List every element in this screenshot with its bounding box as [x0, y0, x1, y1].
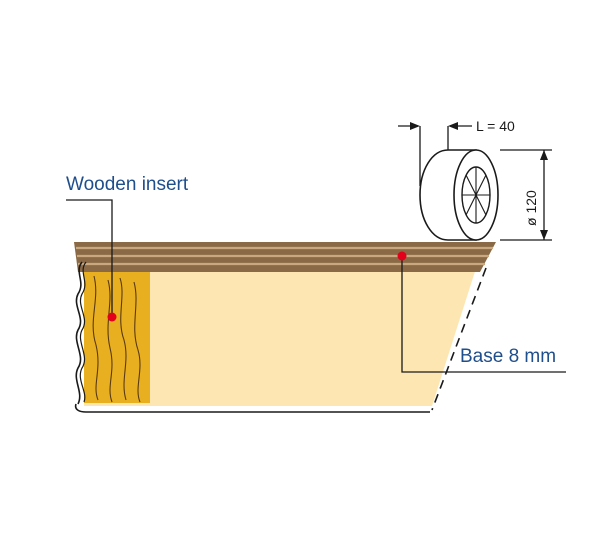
top-band	[74, 242, 496, 272]
wooden-insert-leader	[66, 199, 113, 316]
base-panel	[84, 262, 478, 406]
diameter-dimension-label: ø 120	[523, 190, 539, 226]
base-marker	[397, 251, 407, 261]
wood-grain	[92, 275, 141, 403]
base-leader	[401, 256, 566, 373]
bottom-outline	[74, 403, 430, 413]
right-edge-dashed	[431, 267, 487, 411]
wooden-insert-label: Wooden insert	[66, 174, 189, 195]
diameter-dimension	[500, 149, 552, 241]
length-dimension	[398, 122, 472, 186]
length-dimension-label: L = 40	[476, 118, 515, 134]
castor-wheel	[419, 149, 499, 241]
wooden-insert-marker	[107, 312, 117, 322]
base-label: Base 8 mm	[460, 346, 556, 367]
left-edge-profile	[75, 261, 83, 405]
left-edge-profile-inner	[79, 261, 87, 403]
